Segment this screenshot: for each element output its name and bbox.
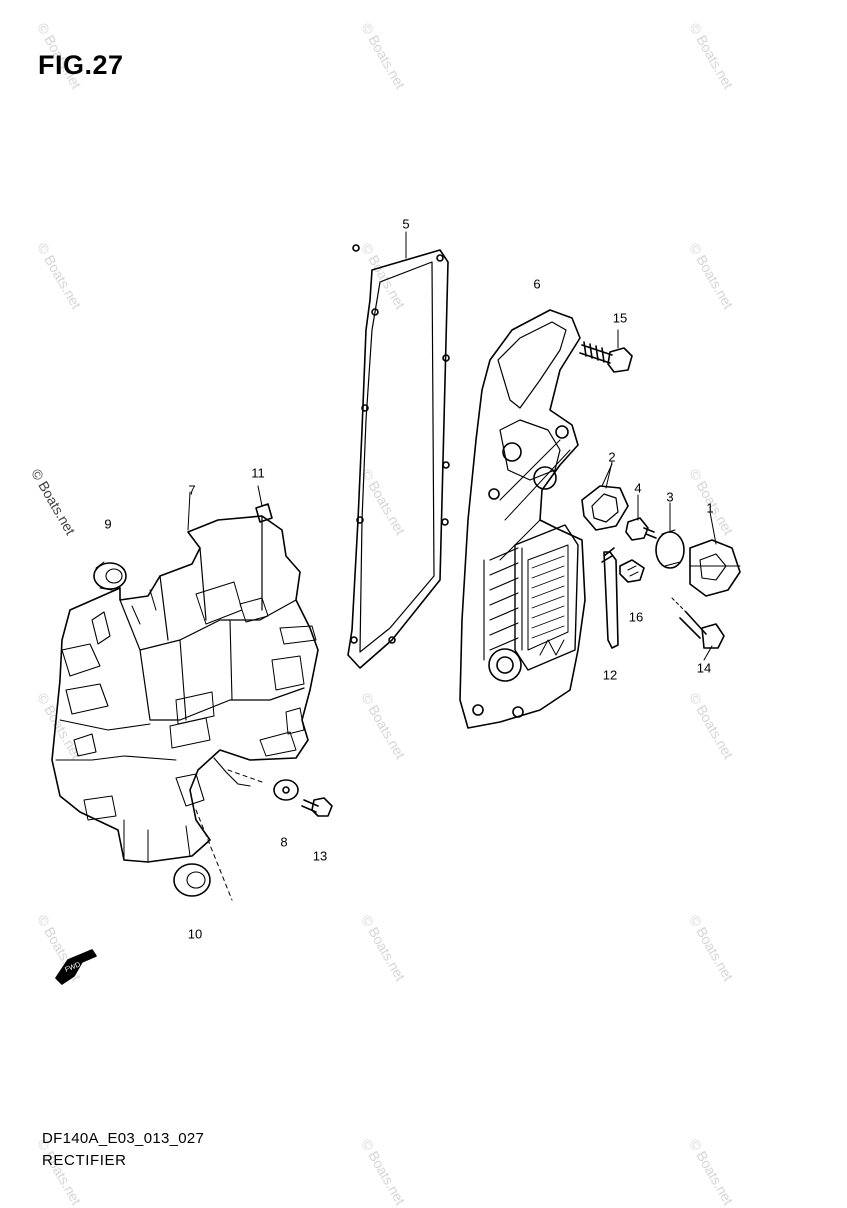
callout-12: 12 (602, 667, 618, 683)
grommet-9-part (93, 561, 127, 591)
callout-10: 10 (187, 926, 203, 942)
callout-3: 3 (666, 489, 674, 505)
figure-name: RECTIFIER (42, 1152, 127, 1169)
callout-1: 1 (706, 500, 714, 516)
rectifier-plate-part (459, 309, 586, 729)
callout-4: 4 (634, 480, 642, 496)
clip-12-part (601, 547, 619, 649)
spacer-3-part (655, 529, 685, 569)
clamp-2-part (581, 463, 629, 531)
callout-13: 13 (312, 848, 328, 864)
screw-4-part (625, 517, 657, 541)
bolt-15-part (579, 341, 633, 373)
callout-5: 5 (402, 216, 410, 232)
gasket-part (347, 244, 450, 669)
callout-9: 9 (104, 516, 112, 532)
screw-13-part (301, 797, 333, 817)
forward-arrow-icon: FWD (55, 949, 97, 985)
cap-11-part (255, 503, 273, 523)
nut-16-part (619, 559, 645, 583)
callout-2: 2 (608, 449, 616, 465)
clamp-1-part (689, 539, 741, 597)
callout-16: 16 (628, 609, 644, 625)
callout-6: 6 (533, 276, 541, 292)
leader-lines (187, 231, 717, 661)
case-7-part (51, 515, 319, 901)
figure-code: DF140A_E03_013_027 (42, 1130, 205, 1147)
washer-8-part (273, 779, 299, 801)
callout-7: 7 (188, 482, 196, 498)
callout-8: 8 (280, 834, 288, 850)
figure-title: FIG.27 (38, 50, 124, 80)
bolt-14-part (671, 597, 725, 649)
grommet-10-part (173, 863, 211, 897)
callout-14: 14 (696, 660, 712, 676)
callout-15: 15 (612, 310, 628, 326)
callout-11: 11 (251, 465, 265, 481)
